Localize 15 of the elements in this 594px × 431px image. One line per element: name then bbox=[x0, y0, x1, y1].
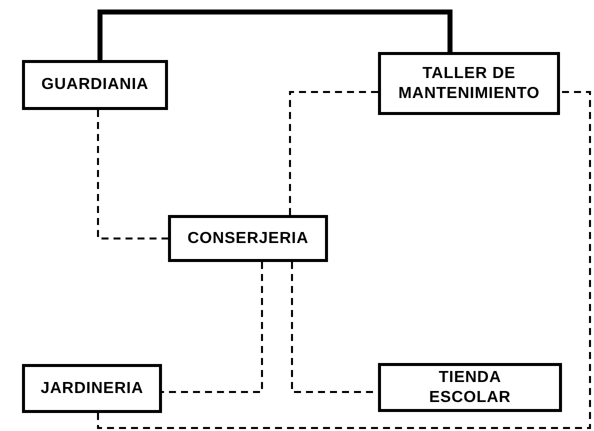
dashed-connector bbox=[162, 262, 263, 393]
process-box bbox=[22, 60, 168, 110]
connector-line bbox=[98, 10, 452, 60]
node-label: JARDINERIA bbox=[40, 378, 144, 398]
node-label: TIENDA ESCOLAR bbox=[428, 368, 512, 408]
process-box bbox=[22, 364, 162, 413]
node-label: GUARDIANIA bbox=[41, 75, 149, 95]
dashed-connector bbox=[97, 91, 591, 429]
node-label: TALLER DE MANTENIMIENTO bbox=[397, 64, 541, 104]
node-label: CONSERJERIA bbox=[187, 228, 309, 248]
process-box bbox=[378, 363, 562, 412]
dashed-connector bbox=[289, 91, 378, 215]
process-box bbox=[378, 52, 560, 115]
process-box bbox=[168, 215, 328, 262]
dashed-connector bbox=[97, 110, 168, 240]
